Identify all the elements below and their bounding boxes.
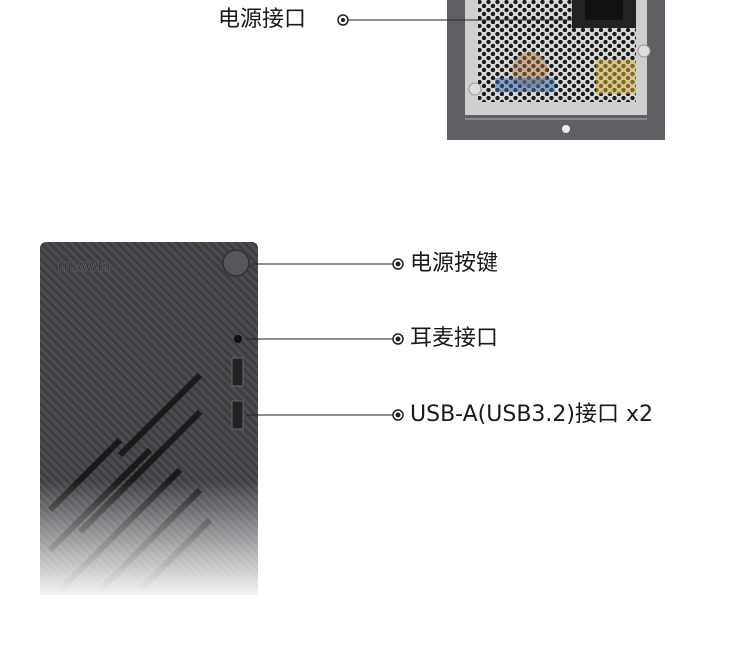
psu-callout-line bbox=[337, 14, 575, 26]
power-button-label: 电源按键 bbox=[410, 251, 499, 276]
power-supply-image bbox=[447, 0, 665, 140]
usb-ports-label: USB-A(USB3.2)接口 x2 bbox=[410, 402, 653, 427]
psu-label: 电源接口 bbox=[218, 7, 307, 32]
tower-callout-lines bbox=[246, 258, 404, 421]
usb-port-1 bbox=[231, 357, 244, 387]
brand-logo: HUAWEI bbox=[58, 259, 110, 274]
tower-image: HUAWEI bbox=[30, 242, 270, 635]
power-button bbox=[222, 249, 250, 277]
headset-jack bbox=[234, 335, 242, 343]
headset-jack-label: 耳麦接口 bbox=[410, 326, 499, 351]
usb-port-2 bbox=[231, 400, 244, 430]
